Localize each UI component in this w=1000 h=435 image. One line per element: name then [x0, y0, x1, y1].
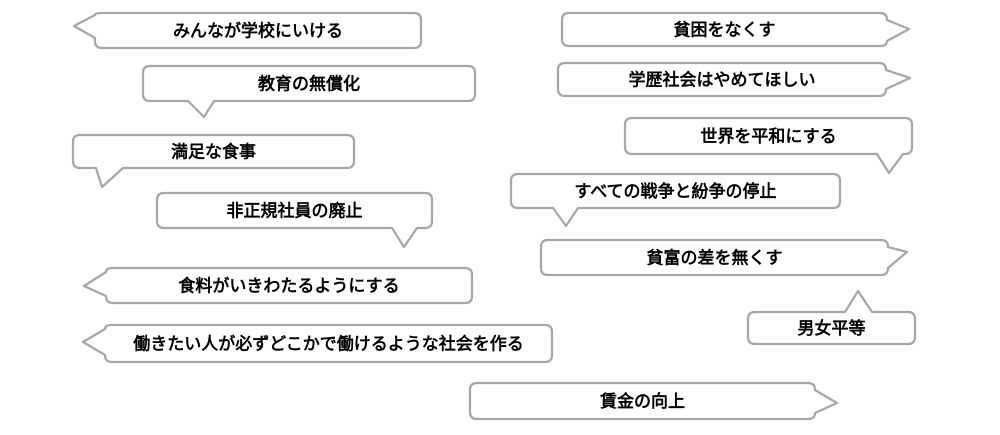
bubble-label: 働きたい人が必ずどこかで働けるような社会を作る: [132, 334, 524, 354]
bubble-outline: [82, 266, 474, 305]
speech-bubble-abolish-non-regular-employment: 非正規社員の廃止: [155, 191, 434, 249]
bubble-label: みんなが学校にいける: [173, 21, 343, 41]
bubble-outline: [141, 64, 477, 119]
speech-bubble-free-education: 教育の無償化: [141, 64, 477, 119]
bubble-label: 満足な食事: [171, 142, 256, 162]
bubble-outline: [468, 381, 839, 421]
bubble-outline: [539, 238, 909, 277]
bubble-outline: [623, 116, 914, 175]
speech-bubble-stop-all-wars-and-conflicts: すべての戦争と紛争の停止: [509, 172, 842, 228]
bubble-label: 貧困をなくす: [674, 20, 776, 40]
speech-bubble-food-for-everyone: 食料がいきわたるようにする: [82, 266, 474, 305]
speech-bubble-raise-wages: 賃金の向上: [468, 381, 839, 421]
speech-bubble-eliminate-wealth-gap: 貧富の差を無くす: [539, 238, 909, 277]
speech-bubble-satisfying-meals: 満足な食事: [71, 133, 356, 189]
bubble-label: 教育の無償化: [257, 74, 360, 94]
speech-bubble-world-peace: 世界を平和にする: [623, 116, 914, 175]
bubble-label: 食料がいきわたるようにする: [178, 276, 399, 296]
bubble-outline: [556, 61, 912, 98]
speech-bubble-stop-academic-credentialism: 学歴社会はやめてほしい: [556, 61, 912, 98]
bubble-label: すべての戦争と紛争の停止: [574, 181, 776, 201]
bubble-outline: [509, 172, 842, 228]
speech-bubble-society-where-everyone-who-wants-to-work-can-work: 働きたい人が必ずどこかで働けるような社会を作る: [81, 323, 554, 364]
bubble-outline: [560, 11, 911, 48]
speech-bubble-end-poverty: 貧困をなくす: [560, 11, 911, 48]
bubble-label: 非正規社員の廃止: [227, 201, 363, 221]
bubble-label: 男女平等: [798, 318, 866, 338]
bubble-label: 貧富の差を無くす: [647, 248, 783, 268]
bubble-label: 世界を平和にする: [700, 127, 836, 146]
bubble-outline: [71, 133, 356, 189]
bubble-outline: [72, 11, 423, 50]
speech-bubble-gender-equality: 男女平等: [746, 289, 917, 346]
bubble-label: 賃金の向上: [599, 391, 685, 411]
bubble-outline: [746, 289, 917, 346]
bubble-outline: [81, 323, 554, 364]
bubble-label: 学歴社会はやめてほしい: [629, 70, 816, 90]
speech-bubble-everyone-can-go-to-school: みんなが学校にいける: [72, 11, 423, 50]
bubble-outline: [155, 191, 434, 249]
